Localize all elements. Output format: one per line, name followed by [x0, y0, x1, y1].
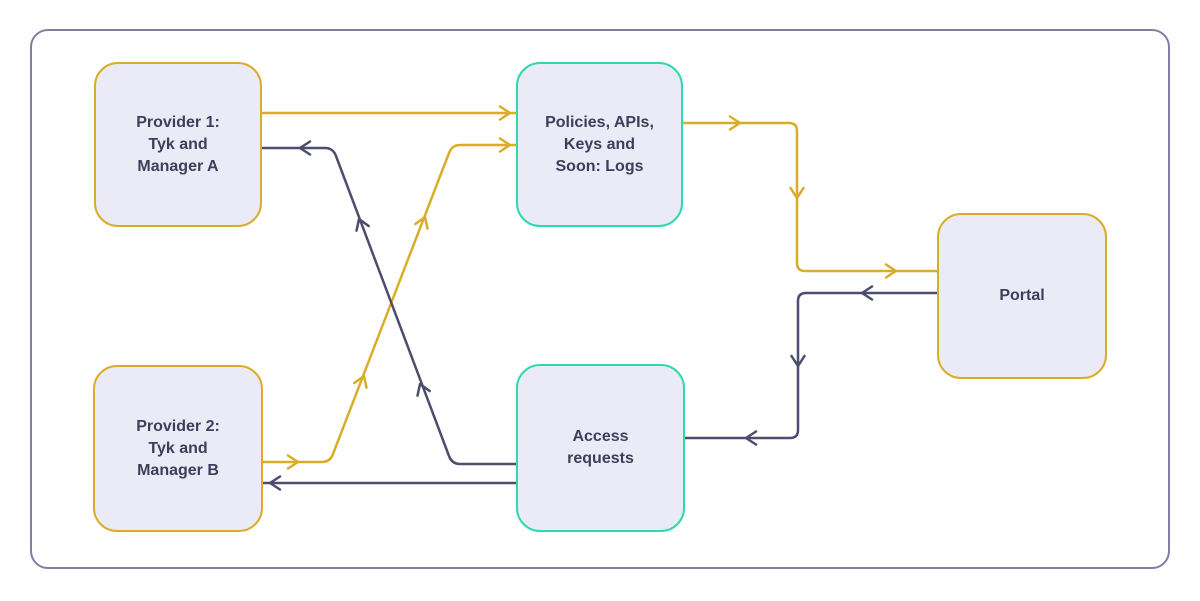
edge-provider2-to-policies [261, 137, 518, 470]
node-provider-2: Provider 2: Tyk and Manager B [93, 365, 263, 532]
node-provider-2-label: Manager B [137, 461, 219, 479]
arrowhead-icon [412, 380, 431, 397]
edge-access-requests-to-provider2 [261, 475, 518, 491]
node-provider-2-label: Provider 2: [136, 417, 220, 435]
edge-policies-to-portal [681, 115, 939, 279]
node-portal: Portal [937, 213, 1107, 379]
node-provider-1-label: Provider 1: [136, 113, 220, 131]
edge-portal-to-access-requests [683, 285, 939, 446]
edge-access-requests-to-provider1 [260, 140, 518, 466]
node-policies-label: Policies, APIs, [545, 113, 654, 131]
node-policies-apis-keys: Policies, APIs, Keys and Soon: Logs [516, 62, 683, 227]
node-access-requests-label: Access [572, 428, 629, 445]
node-provider-1: Provider 1: Tyk and Manager A [94, 62, 262, 227]
node-portal-label: Portal [999, 287, 1045, 304]
node-provider-2-label: Tyk and [148, 439, 208, 457]
node-access-requests: Access requests [516, 364, 685, 532]
node-provider-1-label: Manager A [137, 157, 219, 175]
node-policies-label: Keys and [563, 135, 636, 153]
node-access-requests-label: requests [567, 450, 634, 467]
node-policies-label: Soon: Logs [555, 157, 644, 175]
node-provider-1-label: Tyk and [148, 135, 208, 153]
edge-provider1-to-policies [260, 105, 518, 121]
